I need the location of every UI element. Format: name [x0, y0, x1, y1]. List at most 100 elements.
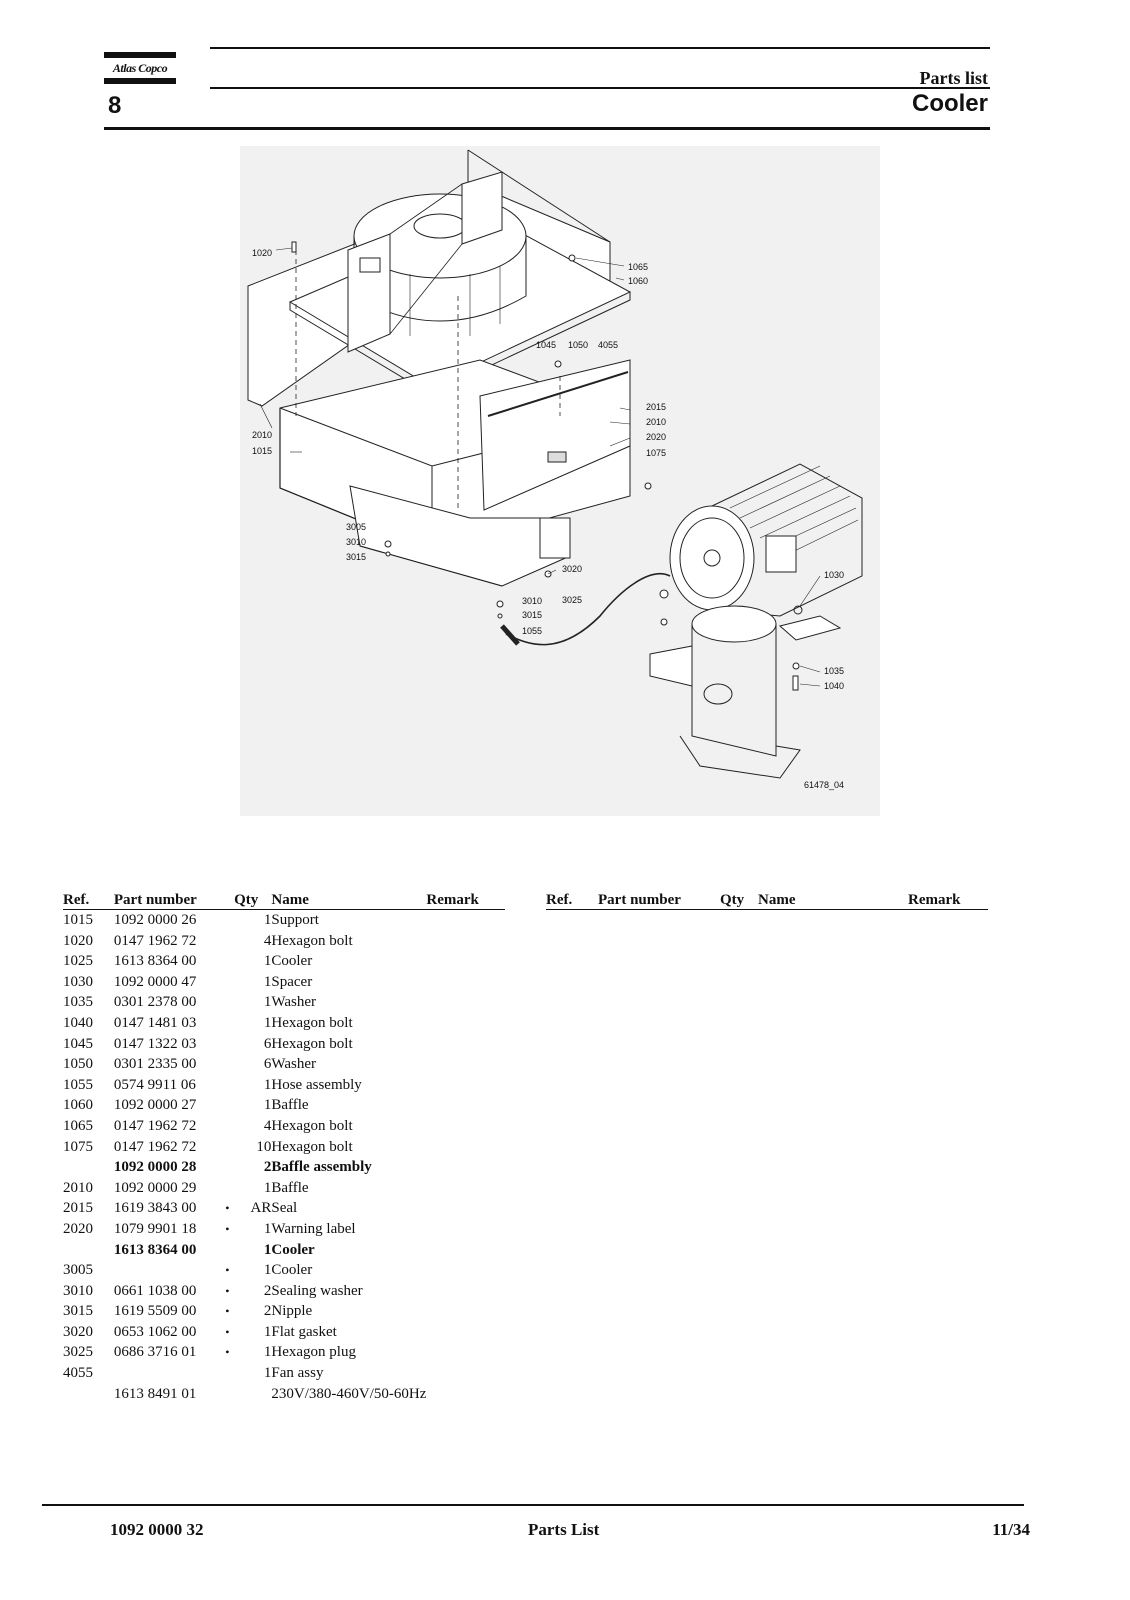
cell-ref: [63, 1240, 114, 1261]
cell-part-number: 0574 9911 06: [113, 1076, 196, 1093]
cell-name: Cooler: [271, 953, 313, 970]
cell-remark: [426, 931, 505, 952]
cell-remark: [426, 1178, 505, 1199]
cell-part-number: 0147 1962 72: [113, 1138, 197, 1155]
cell-name: Hexagon bolt: [271, 1117, 353, 1134]
cell-remark: [426, 1301, 505, 1322]
cell-part-number: 1092 0000 27: [113, 1097, 197, 1114]
cell-qty: 1: [263, 1365, 272, 1382]
cell-bullet: [221, 931, 235, 952]
callout-1015: 1015: [252, 446, 272, 456]
cell-name: Support: [271, 912, 319, 928]
callout-1060: 1060: [628, 276, 648, 286]
col-header-name: Name: [758, 890, 908, 910]
cell-qty: 2: [263, 1282, 272, 1299]
cell-ref: 1020: [63, 932, 93, 949]
cell-part-number: 0686 3716 01: [113, 1344, 197, 1361]
cell-qty: 1: [263, 994, 272, 1011]
callout-1050: 1050: [568, 340, 588, 350]
cell-qty: 1: [263, 1076, 272, 1093]
cell-ref: 3010: [63, 1282, 93, 1299]
cell-qty: 1: [263, 1323, 272, 1340]
col-header-name: Name: [271, 890, 427, 910]
header-bottom-rule: [104, 127, 990, 130]
col-header-part-number: Part number: [113, 890, 221, 910]
cell-remark: [426, 910, 505, 931]
cell-name: Cooler: [271, 1241, 315, 1258]
callout-3005: 3005: [346, 522, 366, 532]
section-label: Parts list: [919, 68, 988, 88]
cell-bullet: [221, 1137, 235, 1158]
cell-part-number: 0653 1062 00: [113, 1323, 197, 1340]
chapter-number: 8: [108, 92, 122, 119]
cell-part-number: 0301 2378 00: [113, 994, 197, 1011]
cell-remark: [426, 1260, 505, 1281]
cell-bullet: •: [225, 1221, 230, 1236]
header-top-rule: [210, 47, 990, 49]
cell-bullet: [221, 1075, 235, 1096]
footer-page-number: 11/34: [992, 1520, 1030, 1539]
col-header-qty: Qty: [234, 890, 272, 910]
page-title: Cooler: [911, 90, 988, 117]
cell-bullet: [221, 951, 235, 972]
cell-ref: 3020: [63, 1323, 93, 1340]
col-header-ref: Ref.: [63, 890, 114, 910]
cell-part-number: 0147 1962 72: [113, 1117, 197, 1134]
cell-remark: [426, 992, 505, 1013]
cell-name: Hexagon bolt: [271, 1138, 353, 1155]
cell-bullet: [221, 1363, 235, 1384]
cell-bullet: [221, 1013, 235, 1034]
cell-bullet: [221, 1116, 235, 1137]
cell-part-number: 1613 8364 00: [113, 1241, 197, 1258]
cell-qty: 4: [263, 932, 272, 949]
cell-remark: [426, 972, 505, 993]
exploded-view-drawing: 1020 1065 1060 1045 1050 4055 2015 2010 …: [240, 146, 880, 816]
cell-bullet: •: [225, 1283, 230, 1298]
callout-2020: 2020: [646, 432, 666, 442]
cell-ref: 1045: [63, 1035, 93, 1052]
callout-1055: 1055: [522, 626, 542, 636]
callout-1045: 1045: [536, 340, 556, 350]
cell-remark: [426, 1219, 505, 1240]
cell-qty: AR: [250, 1200, 272, 1217]
cell-part-number: 0301 2335 00: [113, 1056, 197, 1073]
cell-qty: 1: [263, 1344, 272, 1361]
cell-bullet: •: [225, 1304, 230, 1319]
cell-ref: 2010: [63, 1179, 93, 1196]
cell-remark: [426, 1095, 505, 1116]
cell-bullet: [221, 1384, 235, 1405]
cell-remark: [426, 1137, 505, 1158]
cell-part-number: 0147 1322 03: [113, 1035, 197, 1052]
cell-ref: 1065: [63, 1117, 93, 1134]
cell-remark: [426, 1198, 505, 1219]
cell-remark: [426, 1363, 505, 1384]
table-header-row: Ref. Part number Qty Name Remark: [546, 890, 988, 910]
cell-name: Cooler: [271, 1262, 313, 1279]
cell-qty: 1: [263, 1179, 272, 1196]
footer-doc-title: Parts List: [528, 1520, 600, 1539]
cell-part-number: 0661 1038 00: [113, 1282, 197, 1299]
cell-part-number: 1092 0000 29: [113, 1179, 197, 1196]
cell-ref: 3015: [63, 1303, 93, 1320]
cell-ref: 1040: [63, 1014, 93, 1031]
cell-part-number: 1092 0000 26: [113, 912, 197, 928]
table-header-row: Ref. Part number Qty Name Remark: [63, 890, 505, 910]
footer-rule: [42, 1504, 1024, 1506]
cell-bullet: [221, 992, 235, 1013]
cell-remark: [426, 1157, 505, 1178]
cell-remark: [426, 1054, 505, 1075]
callout-1030: 1030: [824, 570, 844, 580]
